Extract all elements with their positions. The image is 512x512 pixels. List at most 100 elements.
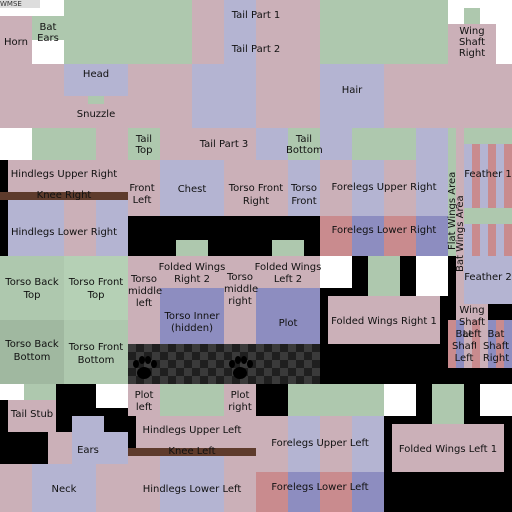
white-block	[0, 128, 32, 160]
forelegs-lower-right-d	[416, 216, 448, 256]
folded-wings-left-2-region	[256, 256, 320, 288]
bat-shaft-stripe	[496, 320, 504, 368]
feather-1-stripe-green	[464, 208, 512, 224]
label-torso-back-bottom: Torso Back Bottom	[5, 339, 59, 363]
tail-3-strip-green	[32, 128, 96, 160]
label-hair: Hair	[341, 85, 363, 96]
label-hindlegs-upper-right: Hindlegs Upper Right	[10, 169, 118, 180]
feather-1-stripe-red	[472, 144, 480, 256]
folded-wings-left-1-region	[392, 424, 504, 472]
hindlegs-lower-left-b	[160, 456, 224, 512]
label-horn: Horn	[4, 37, 28, 48]
torso-back-bottom-region	[0, 320, 64, 384]
label-tail-part-1: Tail Part 1	[231, 10, 281, 21]
knee-left-region	[128, 448, 256, 456]
forelegs-lower-right-c	[384, 216, 416, 256]
tail-3-right-blue-2	[416, 128, 448, 160]
tail-stub-top-green	[24, 384, 56, 400]
forelegs-lower-right-b	[352, 216, 384, 256]
bat-shaft-stripe	[472, 320, 480, 368]
tail-3-right-green	[352, 128, 416, 160]
label-hindlegs-upper-left: Hindlegs Upper Left	[142, 425, 242, 436]
feather-2-region	[464, 256, 512, 304]
label-torso-front-right: Torso Front Right	[228, 183, 284, 207]
wing-shaft-right-green	[464, 8, 480, 24]
label-tail-bottom: Tail Bottom	[286, 134, 323, 156]
head-left-pink	[0, 64, 64, 128]
label-snuzzle: Snuzzle	[76, 109, 116, 120]
white-block	[320, 256, 352, 288]
tail-stub-top-white	[0, 384, 24, 400]
label-torso-front-left: Torso Front Left	[291, 183, 317, 207]
wing-shaft-right-region	[448, 24, 496, 64]
hindlegs-lower-left-c	[224, 456, 256, 512]
label-feather-1: Feather 1	[464, 169, 512, 180]
bat-shaft-stripe	[448, 320, 456, 368]
torso-inner-region	[160, 288, 224, 352]
tail-part-1-2-blue	[224, 0, 256, 64]
label-tail-part-2: Tail Part 2	[231, 44, 281, 55]
tail-3-strip-pink	[96, 128, 128, 160]
label-hindlegs-lower-right: Hindlegs Lower Right	[10, 227, 118, 238]
label-plot-left: Plot left	[134, 390, 154, 413]
hair-region	[320, 64, 384, 128]
label-feather-2: Feather 2	[464, 272, 512, 283]
label-neck: Neck	[51, 484, 77, 495]
feather-1-stripe-red	[488, 144, 496, 256]
label-bat-shaft-right: Bat Shaft Right	[482, 329, 510, 364]
label-tail-top: Tail Top	[135, 134, 153, 156]
label-folded-wings-left-1: Folded Wings Left 1	[398, 444, 498, 455]
label-knee-left: Knee Left	[168, 446, 216, 457]
head-right-pink-2	[256, 64, 320, 128]
label-bat-shaft-left: Bat Shaft Left	[452, 329, 476, 364]
label-tail-part-3: Tail Part 3	[199, 139, 249, 150]
forelegs-upper-left-blue	[288, 416, 320, 472]
tail-part-green-right	[320, 0, 448, 64]
forelegs-lower-left-b	[288, 472, 320, 512]
hindlegs-lower-right-c	[96, 200, 128, 256]
flat-wings-area	[448, 128, 456, 256]
tail-stub-region	[8, 400, 56, 432]
snuzzle-top	[88, 96, 104, 104]
label-head: Head	[82, 69, 110, 80]
white-block	[480, 384, 512, 416]
label-torso-back-top: Torso Back Top	[5, 277, 59, 301]
knee-right-region	[0, 192, 128, 200]
label-wing-shaft-right: Wing Shaft Right	[458, 26, 486, 59]
forelegs-lower-left-c	[320, 472, 352, 512]
label-ears: Ears	[77, 445, 99, 456]
tail-3-right-blue	[320, 128, 352, 160]
paw-print-icon	[229, 356, 253, 379]
folded-wings-right-2-region	[160, 256, 224, 288]
folded-wings-right-1-green	[368, 256, 400, 296]
label-torso-front-bottom: Torso Front Bottom	[68, 342, 124, 366]
ears-region-c	[104, 432, 128, 464]
label-knee-right: Knee Right	[36, 190, 92, 201]
bat-ears-region	[32, 16, 64, 40]
label-plot-right: Plot right	[228, 390, 252, 413]
label-folded-wings-left-2: Folded Wings Left 2	[254, 262, 322, 285]
forelegs-upper-right-b	[352, 160, 384, 216]
feather-1-stripe-green	[464, 128, 512, 144]
forelegs-upper-right-d	[416, 160, 448, 216]
tail-top-region	[128, 128, 160, 160]
label-forelegs-lower-right: Forelegs Lower Right	[331, 225, 437, 236]
forelegs-upper-right-a	[320, 160, 352, 216]
torso-front-left-region	[288, 160, 320, 216]
label-forelegs-upper-right: Forelegs Upper Right	[331, 182, 437, 193]
white-block	[416, 256, 448, 296]
plot-center-region	[256, 288, 320, 352]
label-folded-wings-right-2: Folded Wings Right 2	[158, 262, 226, 285]
forelegs-lower-right-a	[320, 216, 352, 256]
white-block	[496, 24, 512, 64]
label-torso-front-top: Torso Front Top	[68, 277, 124, 301]
forelegs-lower-left-d	[352, 472, 384, 512]
label-forelegs-upper-left: Forelegs Upper Left	[271, 438, 369, 449]
white-block	[384, 384, 416, 416]
label-folded-wings-right-1: Folded Wings Right 1	[331, 316, 437, 327]
ears-region	[48, 432, 72, 464]
head-right-blue	[192, 64, 256, 128]
corner-badge: WMSE	[0, 0, 40, 8]
forelegs-upper-left-top	[288, 384, 384, 416]
tail-part-1-2-center	[256, 0, 320, 64]
